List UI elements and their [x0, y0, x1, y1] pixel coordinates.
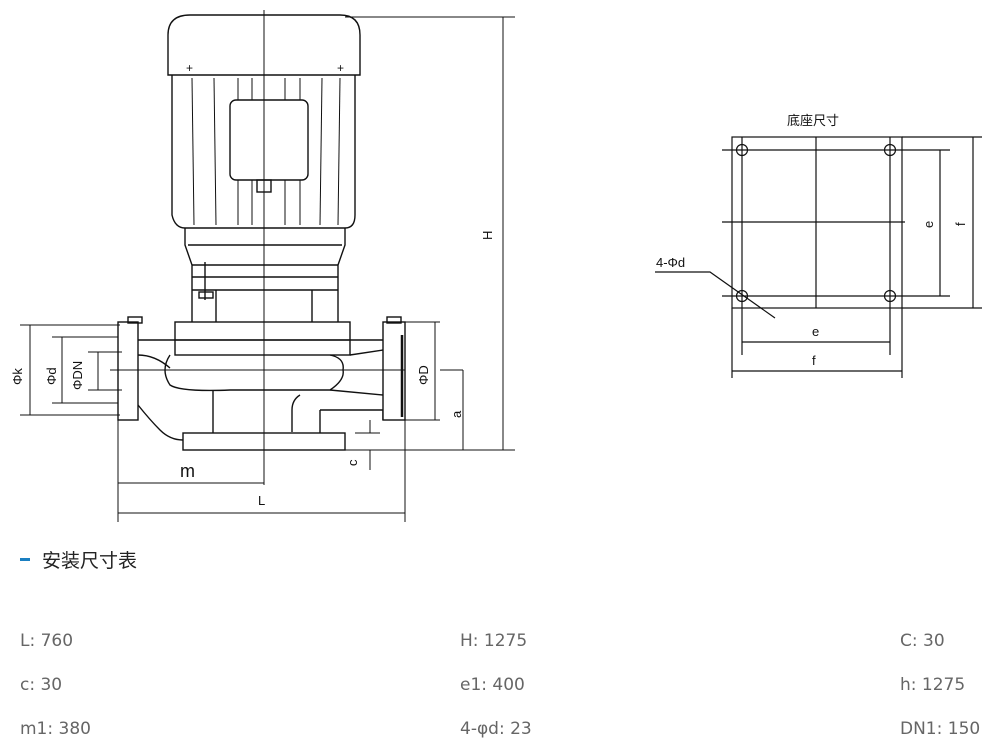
spec-C: C: 30: [900, 631, 945, 651]
label-H: H: [480, 231, 495, 240]
pump-installation-drawing: + +: [10, 10, 982, 522]
label-phi-k: Φk: [10, 368, 25, 385]
label-m: m: [180, 461, 195, 481]
label-phi-D: ΦD: [416, 365, 431, 385]
base-title: 底座尺寸: [787, 113, 839, 128]
label-a: a: [449, 410, 464, 418]
spec-h: h: 1275: [900, 675, 966, 695]
spec-H: H: 1275: [460, 631, 528, 651]
base-holes-label: 4-Φd: [656, 255, 685, 270]
base-e-v: e: [921, 221, 936, 228]
label-c: c: [345, 459, 360, 466]
spec-m1: m1: 380: [20, 719, 91, 739]
label-phi-dn: ΦDN: [70, 361, 85, 390]
svg-text:+: +: [186, 61, 193, 75]
spec-e1: e1: 400: [460, 675, 525, 695]
svg-text:+: +: [337, 61, 344, 75]
label-phi-d: Φd: [44, 367, 59, 385]
heading-accent-bar: [20, 558, 30, 561]
base-f-h: f: [812, 353, 816, 368]
section-heading: 安装尺寸表: [20, 546, 137, 573]
spec-L: L: 760: [20, 631, 74, 651]
base-plan-drawing: 底座尺寸 4-Φd e f e f: [655, 113, 982, 378]
section-title: 安装尺寸表: [42, 550, 138, 572]
spec-c: c: 30: [20, 675, 63, 695]
base-e-h: e: [812, 324, 819, 339]
base-f-v: f: [953, 222, 968, 226]
spec-4-phi-d: 4-φd: 23: [460, 719, 532, 739]
pump-elevation: + +: [10, 10, 515, 522]
spec-DN1: DN1: 150: [900, 719, 981, 739]
label-L: L: [258, 493, 265, 508]
